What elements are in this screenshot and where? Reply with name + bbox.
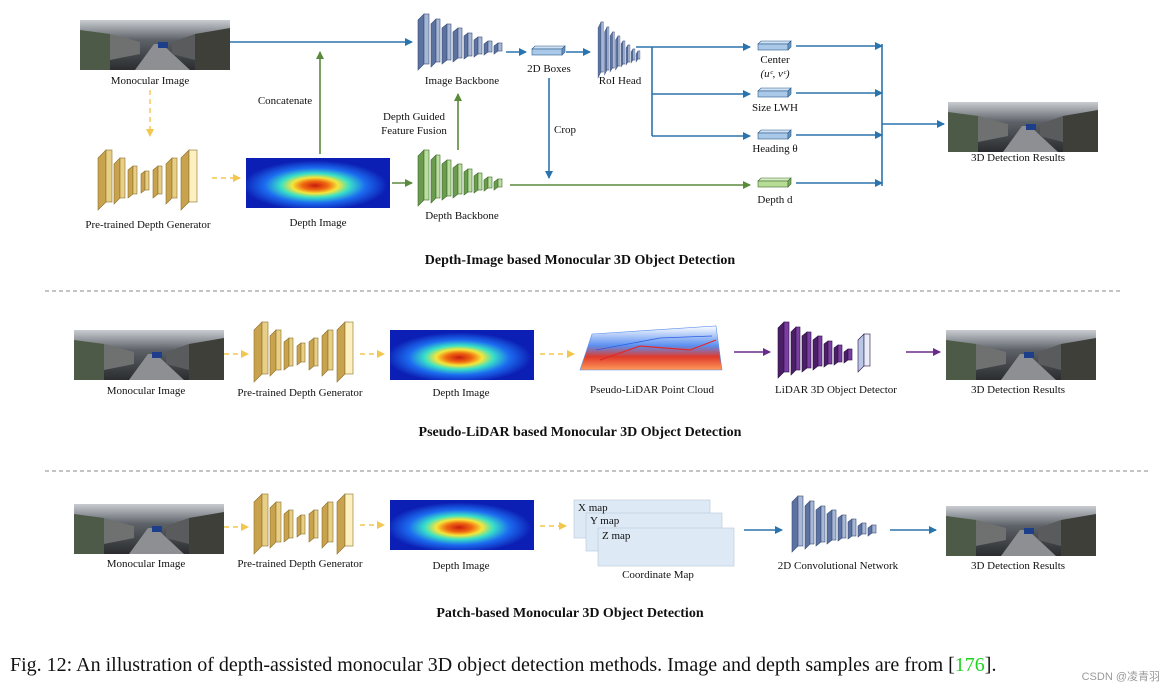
- z-map-label: Z map: [602, 530, 631, 542]
- crop-label: Crop: [554, 124, 577, 136]
- lidar-detector: [777, 321, 871, 379]
- top-depth-image-label: Depth Image: [289, 217, 346, 229]
- bottom-section-title: Patch-based Monocular 3D Object Detectio…: [436, 606, 703, 621]
- mid-monocular-image: [74, 330, 224, 380]
- merge-arrows: [796, 42, 945, 187]
- x-map-label: X map: [578, 502, 608, 514]
- middle-section-title: Pseudo-LiDAR based Monocular 3D Object D…: [419, 425, 742, 440]
- coordinate-map-label: Coordinate Map: [622, 569, 694, 581]
- roi-head: [597, 21, 641, 79]
- depth-d-label: Depth d: [757, 194, 793, 206]
- mid-depth-image-label: Depth Image: [432, 387, 489, 399]
- watermark: CSDN @凌青羽: [1082, 669, 1160, 683]
- top-depth-generator-label: Pre-trained Depth Generator: [85, 219, 211, 231]
- conv-network: [791, 495, 877, 553]
- top-depth-image: [246, 158, 390, 208]
- depth-d-feature: [757, 177, 792, 188]
- center-formula: (uᶜ, vᶜ): [761, 68, 790, 80]
- depth-guided-label-2: Feature Fusion: [381, 125, 447, 137]
- mid-results-image: [946, 330, 1096, 380]
- top-monocular-image: [80, 20, 230, 70]
- bot-depth-image: [390, 500, 534, 550]
- conv-network-label: 2D Convolutional Network: [778, 560, 899, 572]
- center-feature: [757, 40, 792, 51]
- top-section-title: Depth-Image based Monocular 3D Object De…: [425, 253, 736, 268]
- lidar-detector-label: LiDAR 3D Object Detector: [775, 384, 897, 396]
- image-backbone: [417, 13, 503, 71]
- z-map-sheet: [597, 527, 735, 567]
- top-depth-generator: [97, 149, 198, 211]
- middle-section: Monocular Image Pre-trained Depth Genera…: [74, 321, 1096, 440]
- bot-depth-image-label: Depth Image: [432, 560, 489, 572]
- top-results-label: 3D Detection Results: [971, 152, 1065, 164]
- image-backbone-label: Image Backbone: [425, 75, 499, 87]
- center-label: Center: [760, 54, 790, 66]
- mid-depth-image: [390, 330, 534, 380]
- bot-monocular-image-label: Monocular Image: [107, 558, 186, 570]
- mid-depth-generator-label: Pre-trained Depth Generator: [237, 387, 363, 399]
- heading-label: Heading θ: [752, 143, 797, 155]
- heading-feature: [757, 129, 792, 140]
- caption-reference[interactable]: 176: [955, 654, 985, 676]
- bot-monocular-image: [74, 504, 224, 554]
- bottom-section: Monocular Image Pre-trained Depth Genera…: [74, 493, 1096, 621]
- bot-results-label: 3D Detection Results: [971, 560, 1065, 572]
- y-map-label: Y map: [590, 515, 620, 527]
- depth-guided-label-1: Depth Guided: [383, 111, 446, 123]
- depth-backbone-label: Depth Backbone: [425, 210, 499, 222]
- top-results-image: [948, 102, 1098, 152]
- roi-branches: [636, 43, 751, 140]
- bot-depth-generator-label: Pre-trained Depth Generator: [237, 558, 363, 570]
- pseudo-lidar-cloud: [579, 325, 723, 371]
- figure-caption: Fig. 12: An illustration of depth-assist…: [10, 654, 996, 676]
- concatenate-label: Concatenate: [258, 95, 312, 107]
- depth-backbone: [417, 149, 503, 207]
- mid-results-label: 3D Detection Results: [971, 384, 1065, 396]
- mid-monocular-image-label: Monocular Image: [107, 385, 186, 397]
- top-monocular-image-label: Monocular Image: [111, 75, 190, 87]
- size-label: Size LWH: [752, 102, 798, 114]
- top-section: Monocular Image Pre-trained Depth Genera…: [80, 13, 1098, 268]
- roi-head-label: RoI Head: [599, 75, 642, 87]
- boxes-2d-feature: [531, 45, 566, 56]
- bot-results-image: [946, 506, 1096, 556]
- pseudo-lidar-label: Pseudo-LiDAR Point Cloud: [590, 384, 715, 396]
- size-feature: [757, 87, 792, 98]
- coordinate-map: X map Y map Z map: [573, 499, 735, 567]
- mid-depth-generator: [253, 321, 354, 383]
- boxes-2d-label: 2D Boxes: [527, 63, 571, 75]
- bot-depth-generator: [253, 493, 354, 555]
